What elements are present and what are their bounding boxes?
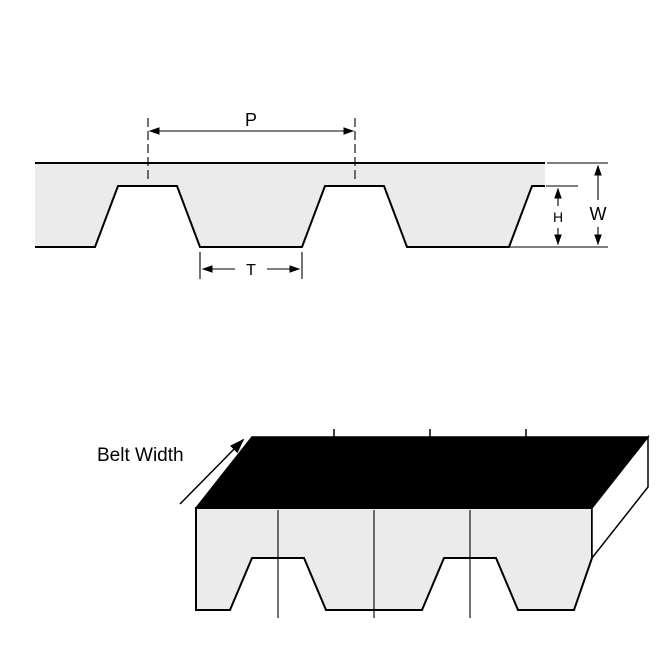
pitch-dimension: P: [148, 110, 355, 135]
belt-tooth-profile-edge: [35, 185, 545, 248]
belt-width-label: Belt Width: [97, 445, 184, 466]
belt-3d-view: Belt Width: [97, 429, 650, 618]
belt-cross-section: [35, 118, 545, 248]
belt-thickness-dimension: W: [547, 162, 608, 246]
tooth-width-dimension: T: [199, 252, 303, 279]
belt-front-face: [195, 507, 593, 611]
back-edge-tick-marks: [333, 429, 527, 437]
tooth-height-label: H: [553, 209, 563, 225]
belt-width-arrow: [179, 438, 245, 505]
belt-thickness-label: W: [590, 204, 607, 224]
tooth-width-label: T: [246, 262, 256, 279]
belt-profile-fill: [35, 163, 545, 247]
belt-top-face: [194, 436, 650, 509]
tooth-height-dimension: H: [546, 185, 578, 246]
belt-end-face: [591, 434, 649, 561]
pitch-label: P: [245, 110, 257, 130]
